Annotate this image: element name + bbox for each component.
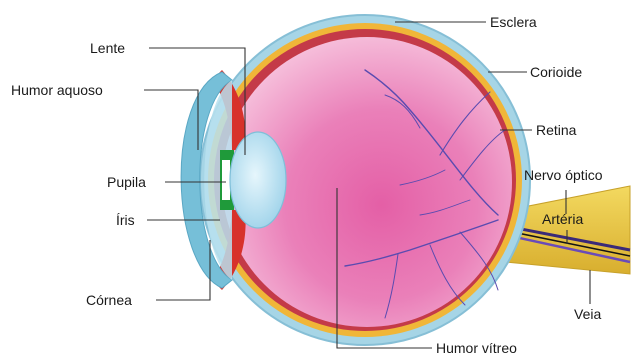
label-corioide: Corioide — [530, 64, 582, 80]
label-veia: Veia — [574, 306, 601, 322]
label-retina: Retina — [536, 122, 577, 138]
label-esclera: Esclera — [490, 14, 537, 30]
label-lente: Lente — [90, 40, 125, 56]
label-arteria: Artéria — [542, 211, 583, 227]
label-iris: Íris — [116, 212, 135, 228]
pupil — [222, 160, 230, 200]
label-cornea: Córnea — [86, 292, 132, 308]
label-humor-aquoso: Humor aquoso — [11, 82, 103, 98]
label-pupila: Pupila — [107, 174, 146, 190]
label-humor-vitreo: Humor vítreo — [436, 340, 517, 356]
label-nervo-optico: Nervo óptico — [524, 167, 603, 183]
lens — [230, 132, 286, 228]
